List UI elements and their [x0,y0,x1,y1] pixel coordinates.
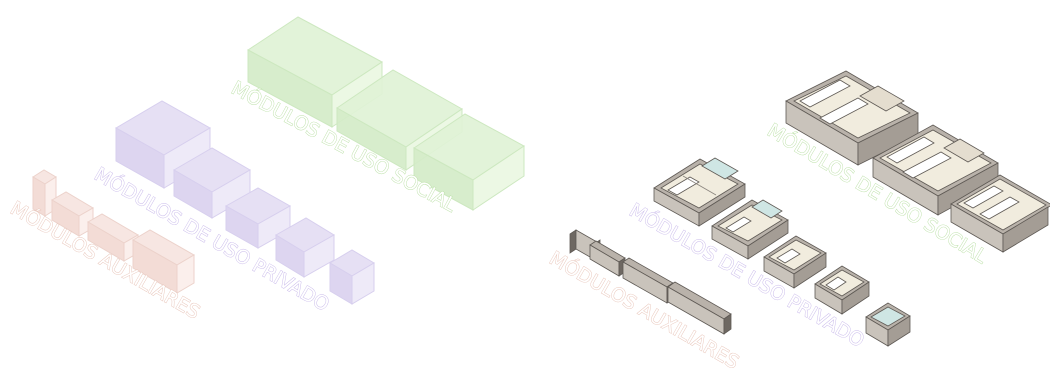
private-module [711,199,789,260]
social-mass-block [413,113,525,211]
private-module [865,302,911,347]
right-detailed-model: MÓDULOS DE USO SOCIAL MÓDULOS DE USO PRI… [545,70,1050,374]
auxiliary-wall-group [569,229,732,335]
social-mass-group [247,16,525,211]
auxiliary-wall [667,281,732,335]
social-module [872,124,999,216]
private-mass-block [329,249,375,305]
social-module [950,174,1050,253]
private-mass-block [224,187,292,249]
auxiliary-mass-group [32,169,195,294]
private-module [653,157,746,227]
private-mass-group [114,100,375,305]
left-massing-model: MÓDULOS DE USO SOCIAL MÓDULOS DE USO PRI… [6,16,525,324]
private-module-group [653,157,911,347]
private-module [814,265,870,315]
social-module [785,70,919,166]
private-module [763,235,827,289]
private-mass-block [275,217,335,278]
auxiliary-mass-block [132,229,195,294]
social-module-group [785,70,1050,253]
private-mass-block [173,147,251,219]
